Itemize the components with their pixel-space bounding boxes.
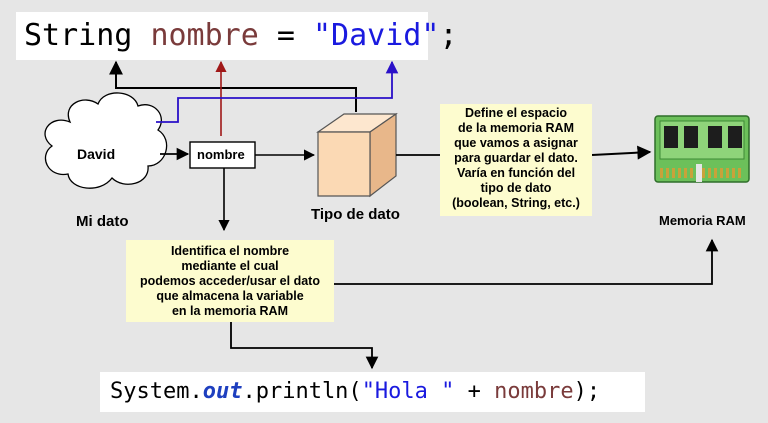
data-type-cube [316, 112, 398, 198]
code-system: System. [110, 379, 203, 404]
value-pointer-arrow [156, 60, 399, 123]
variable-declaration-code: String nombre = "David"; [16, 12, 458, 60]
code-type: String [24, 18, 133, 53]
type-pointer-arrow [109, 60, 357, 112]
code-nombre-ref: nombre [494, 379, 574, 404]
data-type-note-line: (boolean, String, etc.) [452, 196, 580, 210]
data-type-note-line: de la memoria RAM [457, 121, 574, 135]
code-variable-name: nombre [150, 18, 259, 53]
note-to-ram-arrow [591, 145, 652, 160]
code-string-value: "David" [313, 18, 440, 53]
variable-name-note-line: podemos acceder/usar el dato [140, 274, 320, 288]
data-type-note-line: Define el espacio [464, 106, 568, 120]
note-to-code-arrow [230, 322, 379, 370]
cube-caption: Tipo de dato [311, 206, 400, 223]
println-code: System.out.println("Hola " + nombre); [100, 372, 645, 412]
cloud-text: David [77, 146, 116, 162]
data-type-note-line: que vamos a asignar [454, 136, 578, 150]
variable-name-note-line: que almacena la variable [156, 289, 304, 303]
variable-name-note-line: mediante el cual [181, 259, 279, 273]
code-plus: + [454, 379, 495, 404]
ram-caption: Memoria RAM [659, 213, 746, 228]
code-println: .println( [242, 379, 362, 404]
cloud-caption: Mi dato [76, 213, 129, 230]
code-semicolon: ; [439, 18, 458, 53]
data-type-note-line: tipo de dato [480, 181, 552, 195]
code-hola-string: "Hola " [361, 379, 455, 404]
cloud-shape [44, 92, 168, 189]
data-type-note-line: para guardar el dato. [454, 151, 578, 165]
code-assign-operator: = [258, 18, 313, 53]
variable-name-note-line: en la memoria RAM [171, 304, 288, 318]
ram-module-icon [654, 115, 750, 183]
code-close: ); [573, 379, 601, 404]
variable-name-note-line: Identifica el nombre [170, 244, 290, 258]
data-type-note-line: Varía en función del [456, 166, 576, 180]
name-box-label: nombre [197, 147, 245, 162]
note-to-ram-long-arrow [334, 238, 719, 285]
code-out-field: out [202, 379, 243, 404]
